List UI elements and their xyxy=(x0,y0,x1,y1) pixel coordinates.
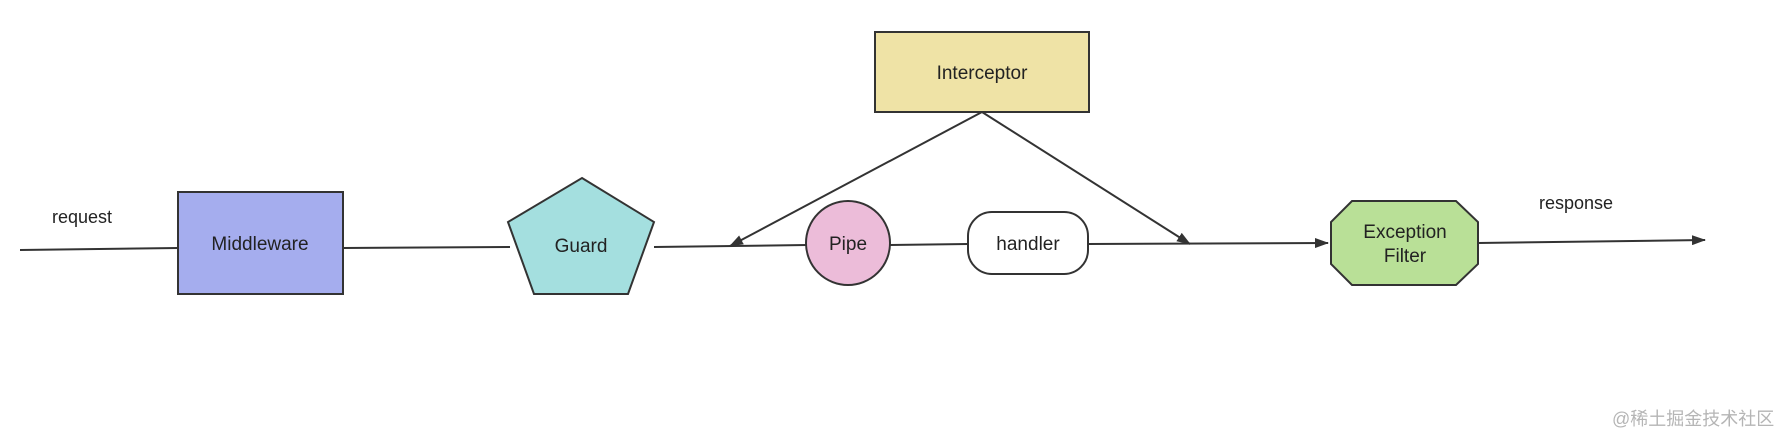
middleware-node: Middleware xyxy=(177,191,344,295)
guard-node: Guard xyxy=(506,176,656,295)
edge-pipe-to-handler xyxy=(889,243,969,246)
handler-box xyxy=(967,211,1089,275)
edge-middleware-to-guard xyxy=(342,246,511,249)
middleware-label: Middleware xyxy=(211,234,308,255)
exception-filter-label-line2: Filter xyxy=(1384,246,1427,267)
pipe-label: Pipe xyxy=(829,234,867,255)
exception-filter-label-line1: Exception xyxy=(1363,222,1446,243)
exception-filter-octagon xyxy=(1330,200,1479,286)
handler-node: handler xyxy=(967,211,1089,275)
edge-interceptor-to-guard-pipe xyxy=(729,111,983,247)
edge-interceptor-to-handler-filter xyxy=(981,111,1191,245)
guard-label: Guard xyxy=(555,236,608,257)
edge-exception-filter-to-response xyxy=(1477,235,1706,246)
edge-request-to-middleware xyxy=(19,247,179,251)
pipe-circle xyxy=(805,200,891,286)
interceptor-label: Interceptor xyxy=(937,63,1028,84)
watermark: @稀土掘金技术社区 xyxy=(1612,409,1774,429)
handler-label: handler xyxy=(996,234,1060,255)
pipe-node: Pipe xyxy=(805,200,891,286)
exception-filter-node: Exception Filter xyxy=(1330,200,1479,286)
response-label: response xyxy=(1539,193,1613,213)
request-label: request xyxy=(52,207,112,227)
middleware-box xyxy=(177,191,344,295)
guard-pentagon xyxy=(506,176,656,295)
interceptor-node: Interceptor xyxy=(874,31,1090,113)
interceptor-box xyxy=(874,31,1090,113)
edge-handler-to-exception-filter xyxy=(1087,238,1329,249)
